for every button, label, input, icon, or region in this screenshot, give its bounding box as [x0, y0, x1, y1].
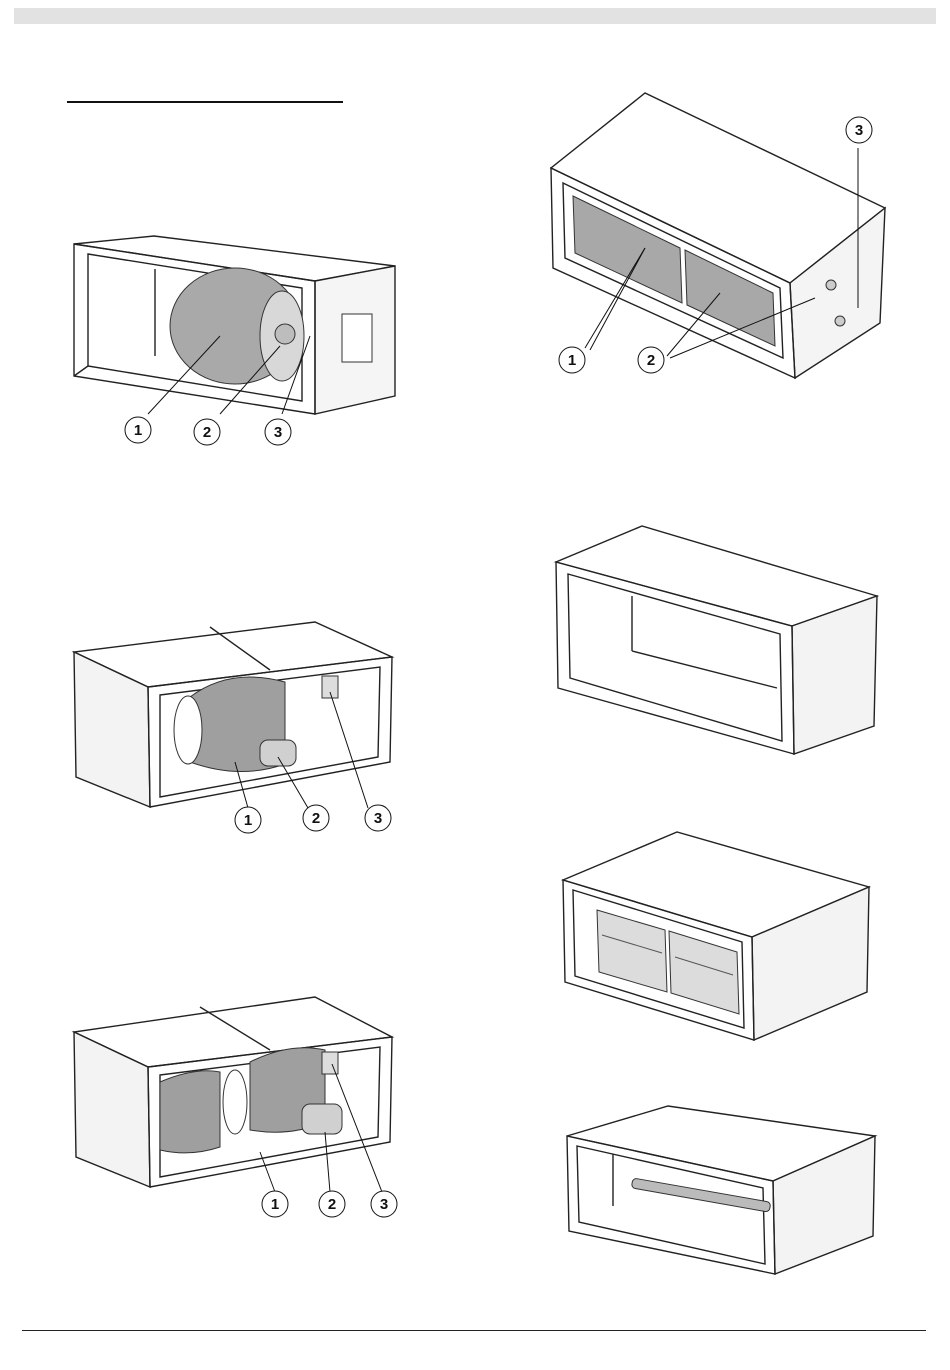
svg-text:2: 2: [328, 1196, 336, 1213]
damper-blade-right: [669, 931, 739, 1014]
svg-text:3: 3: [374, 810, 382, 827]
figure-fan-section-single: 1 2 3: [70, 236, 400, 451]
svg-text:1: 1: [271, 1196, 279, 1213]
callout-2: 2: [638, 347, 664, 373]
callout-3: 3: [265, 419, 291, 445]
callout-3: 3: [846, 117, 872, 143]
figure-empty-section: [552, 526, 882, 756]
svg-text:1: 1: [244, 812, 252, 829]
svg-text:3: 3: [380, 1196, 388, 1213]
callout-2: 2: [319, 1191, 345, 1217]
svg-text:2: 2: [647, 352, 655, 369]
figure-damper-section: [557, 832, 877, 1042]
section-title-underline: [67, 101, 343, 103]
svg-text:3: 3: [274, 424, 282, 441]
callout-2: 2: [194, 419, 220, 445]
callout-3: 3: [365, 805, 391, 831]
callout-1: 1: [125, 417, 151, 443]
callout-1: 1: [235, 807, 261, 833]
svg-text:1: 1: [134, 422, 142, 439]
heater-element: [631, 1178, 771, 1212]
figure-fan-section-double: 1 2 3: [70, 992, 400, 1217]
footer-rule: [22, 1330, 926, 1331]
svg-text:2: 2: [312, 810, 320, 827]
figure-fan-section-motor: 1 2 3: [70, 612, 400, 834]
callout-3: 3: [371, 1191, 397, 1217]
callout-1: 1: [559, 347, 585, 373]
svg-text:1: 1: [568, 352, 576, 369]
header-band: [14, 8, 936, 24]
fan-wheel-left: [160, 1071, 220, 1153]
svg-text:3: 3: [855, 122, 863, 139]
callout-1: 1: [262, 1191, 288, 1217]
svg-text:2: 2: [203, 424, 211, 441]
figure-heater-section: [563, 1106, 883, 1276]
callout-2: 2: [303, 805, 329, 831]
figure-filter-section: 1 2 3: [545, 88, 895, 388]
